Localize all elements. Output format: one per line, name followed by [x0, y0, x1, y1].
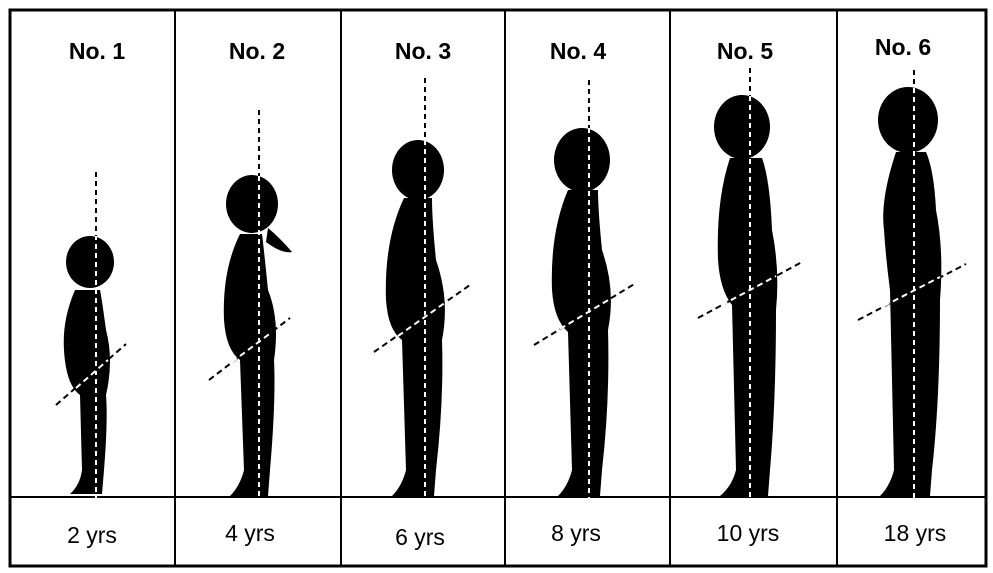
panel-number-3: No. 3 [378, 38, 468, 65]
panel-number-4: No. 4 [533, 38, 623, 65]
child-silhouette-1 [56, 172, 126, 515]
age-label-4: 8 yrs [526, 520, 626, 547]
panel-number-2: No. 2 [212, 38, 302, 65]
age-label-2: 4 yrs [200, 520, 300, 547]
child-silhouette-2 [209, 110, 292, 500]
age-label-1: 2 yrs [42, 522, 142, 549]
child-silhouette-3 [374, 78, 470, 500]
panel-number-5: No. 5 [700, 38, 790, 65]
panel-number-6: No. 6 [858, 34, 948, 61]
child-silhouette-4 [534, 80, 636, 500]
child-silhouette-5 [698, 68, 802, 500]
diagram-border [10, 10, 986, 566]
age-label-6: 18 yrs [865, 520, 965, 547]
age-label-5: 10 yrs [698, 520, 798, 547]
panel-number-1: No. 1 [52, 38, 142, 65]
age-label-3: 6 yrs [370, 524, 470, 551]
adult-silhouette-6 [858, 70, 966, 500]
